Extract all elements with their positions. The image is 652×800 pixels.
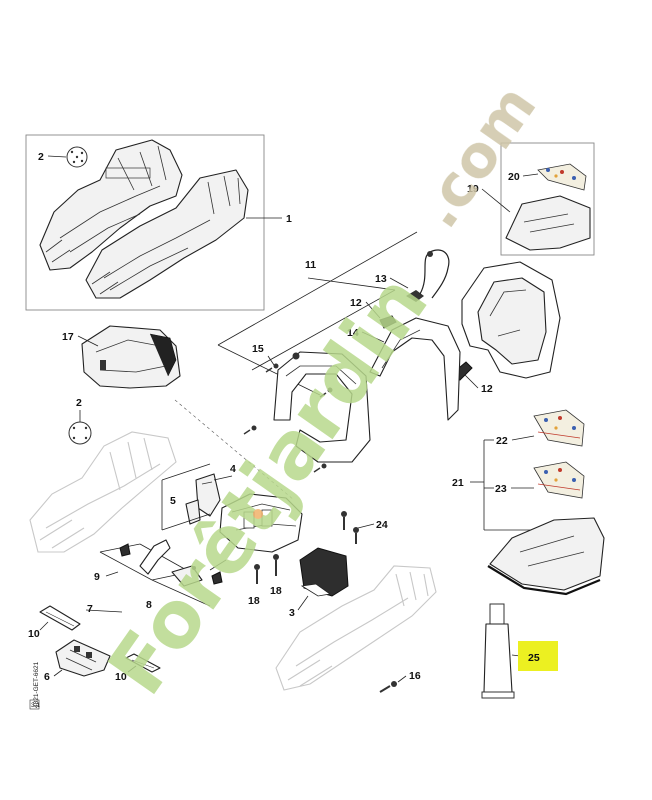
svg-text:4821-GET-6621: 4821-GET-6621 (33, 661, 40, 708)
document-code-suffix: 3.1 (31, 702, 40, 709)
label-24: 24 (376, 519, 388, 531)
highlight-25 (518, 641, 558, 671)
screw-15b (319, 387, 333, 398)
label-12-lower: 12 (481, 383, 493, 395)
cover-17 (81, 325, 181, 389)
label-2-top: 2 (38, 151, 44, 163)
label-23: 23 (495, 483, 507, 495)
decal-23 (533, 461, 585, 499)
cushion-large (487, 517, 605, 596)
label-14: 14 (347, 327, 359, 339)
housing-ghost-lower (275, 565, 437, 691)
label-5: 5 (170, 495, 176, 507)
label-25: 25 (528, 652, 540, 664)
spring-8 (211, 571, 223, 585)
screw-24a (341, 511, 347, 530)
label-3: 3 (289, 607, 295, 619)
strip-10-upper (39, 605, 81, 631)
label-16: 16 (409, 670, 421, 682)
switch-wire-13 (406, 249, 450, 302)
label-6: 6 (44, 671, 50, 683)
screw-15c (243, 425, 257, 435)
screw-18a (254, 564, 260, 584)
screw-18b (273, 554, 279, 576)
housing-half-upper (39, 139, 183, 271)
switch-housing-center (219, 493, 303, 553)
screw-15d (313, 463, 327, 473)
label-10-lower: 10 (115, 671, 127, 683)
screw-24b (353, 527, 359, 544)
document-code: 4821-GET-6621 (33, 661, 40, 708)
label-20: 20 (508, 171, 520, 183)
switch-block-3 (299, 547, 349, 597)
cushion-19 (505, 195, 591, 251)
label-19: 19 (467, 183, 479, 195)
label-15: 15 (252, 343, 264, 355)
label-22: 22 (496, 435, 508, 447)
label-1: 1 (286, 213, 292, 225)
screw-15a (265, 363, 279, 373)
terminal-block-6 (55, 639, 111, 677)
clip-12-upper (379, 315, 397, 329)
label-18b: 18 (270, 585, 282, 597)
label-10-upper: 10 (28, 628, 40, 640)
housing-ghost-left (29, 431, 177, 553)
decal-22 (533, 409, 585, 447)
lever-5 (185, 499, 201, 525)
label-7: 7 (87, 603, 93, 615)
screw-16 (379, 681, 397, 693)
lever-8a (139, 539, 171, 575)
grease-tube-25 (481, 603, 515, 699)
label-17: 17 (62, 331, 74, 343)
spring-9 (119, 543, 131, 557)
label-21: 21 (452, 477, 464, 489)
label-18a: 18 (248, 595, 260, 607)
cushion-group-frame (500, 142, 595, 256)
label-12-upper: 12 (350, 297, 362, 309)
label-9: 9 (94, 571, 100, 583)
gasket-mid (68, 421, 92, 445)
watermark-brand: Forêtjardin (92, 259, 446, 711)
label-2-mid: 2 (76, 397, 82, 409)
lever-8b (171, 565, 203, 587)
loop-handle-15 (273, 351, 371, 463)
label-13: 13 (375, 273, 387, 285)
label-4: 4 (230, 463, 236, 475)
strip-10-lower (125, 653, 161, 673)
housing-group-frame (25, 134, 265, 311)
housing-half-lower (85, 169, 249, 299)
soft-grip-frame (461, 261, 561, 379)
label-11: 11 (305, 259, 316, 271)
gasket-top (66, 146, 88, 168)
handle-bar-14 (369, 317, 461, 421)
label-8: 8 (146, 599, 152, 611)
decal-20 (537, 163, 587, 191)
